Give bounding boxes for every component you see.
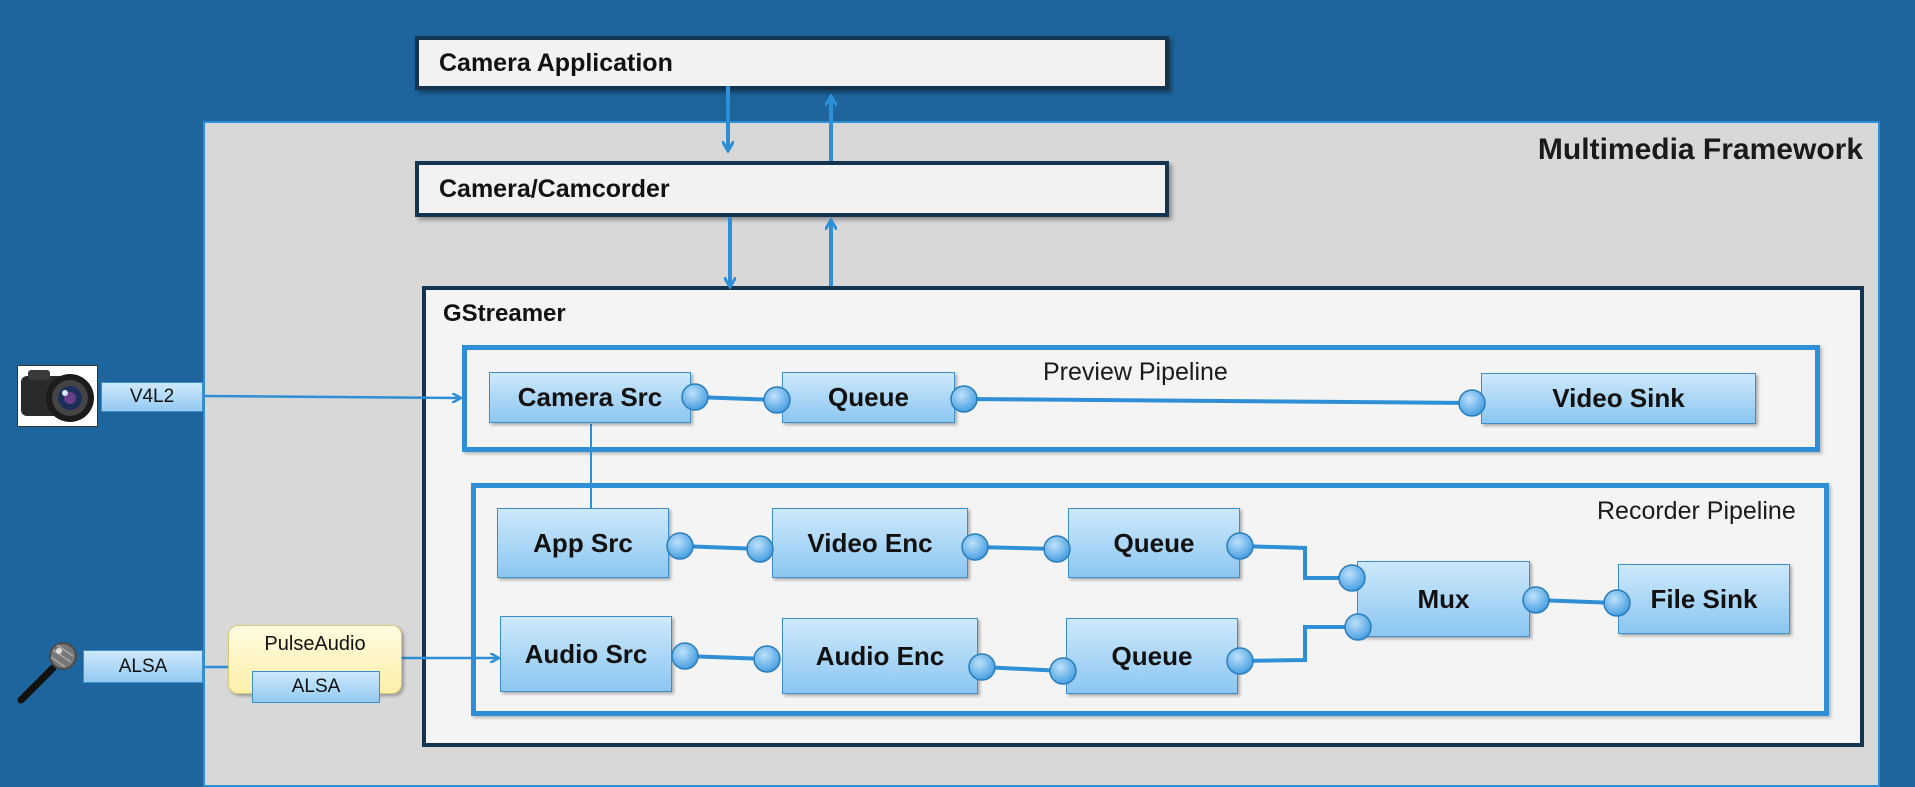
video-enc-node: Video Enc — [772, 508, 968, 578]
audio-src-pad — [671, 642, 699, 670]
app-src-node: App Src — [497, 508, 669, 578]
mux-audio-pad — [1344, 613, 1372, 641]
camera-src-pad — [681, 383, 709, 411]
video-queue-out-pad — [1226, 532, 1254, 560]
preview-queue-node: Queue — [782, 372, 955, 423]
link-audio-queue-mux — [1239, 625, 1358, 663]
app-src-pad — [666, 532, 694, 560]
pulseaudio-alsa-label: ALSA — [252, 671, 380, 703]
recorder-pipeline-label: Recorder Pipeline — [1597, 497, 1796, 525]
preview-queue-out-pad — [950, 385, 978, 413]
audio-queue-out-pad — [1226, 647, 1254, 675]
audio-queue-in-pad — [1049, 657, 1077, 685]
audio-enc-node: Audio Enc — [782, 618, 978, 694]
mux-video-pad — [1338, 564, 1366, 592]
microphone-icon — [15, 640, 81, 706]
audio-enc-out-pad — [968, 653, 996, 681]
audio-src-node: Audio Src — [500, 616, 672, 692]
mux-out-pad — [1522, 586, 1550, 614]
video-sink-pad — [1458, 389, 1486, 417]
alsa-label: ALSA — [83, 650, 203, 683]
camera-camcorder-box: Camera/Camcorder — [415, 161, 1169, 217]
multimedia-framework-title: Multimedia Framework — [1537, 133, 1863, 166]
camera-src-node: Camera Src — [489, 372, 691, 423]
video-enc-in-pad — [746, 535, 774, 563]
link-video-queue-mux — [1239, 544, 1352, 580]
camera-application-box: Camera Application — [415, 36, 1169, 90]
video-enc-out-pad — [961, 533, 989, 561]
preview-queue-in-pad — [763, 386, 791, 414]
preview-pipeline-label: Preview Pipeline — [1043, 358, 1228, 386]
mux-node: Mux — [1357, 561, 1530, 637]
video-sink-node: Video Sink — [1481, 373, 1756, 424]
link-queue-video-sink — [963, 397, 1473, 405]
video-queue-in-pad — [1043, 535, 1071, 563]
v4l2-label: V4L2 — [101, 382, 203, 412]
file-sink-pad — [1603, 589, 1631, 617]
video-queue-node: Queue — [1068, 508, 1240, 578]
audio-enc-in-pad — [753, 645, 781, 673]
gstreamer-title: GStreamer — [443, 300, 566, 327]
pulseaudio-title: PulseAudio — [264, 633, 366, 655]
v4l2-to-gstreamer-arrow — [202, 396, 460, 398]
camera-lens-icon — [17, 365, 98, 427]
